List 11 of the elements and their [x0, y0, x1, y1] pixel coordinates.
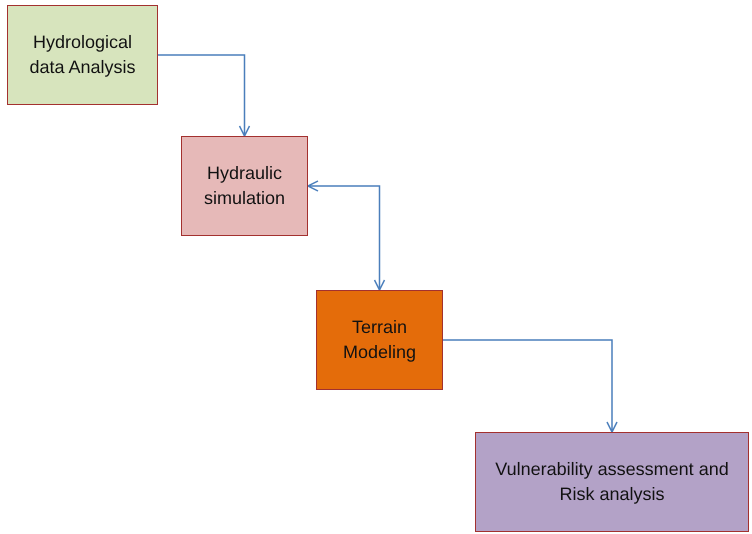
node-label: Vulnerability assessment and Risk analysis — [494, 458, 730, 506]
node-label: Hydrological data Analysis — [28, 30, 137, 79]
arrow — [307, 180, 386, 291]
process-box — [7, 5, 158, 105]
process-box — [181, 136, 308, 236]
process-box — [316, 290, 443, 390]
node-label: Terrain Modeling — [342, 316, 418, 364]
arrow — [443, 339, 618, 433]
node-label: Hydraulic simulation — [202, 162, 286, 210]
process-box — [475, 432, 749, 532]
arrow — [158, 54, 250, 137]
